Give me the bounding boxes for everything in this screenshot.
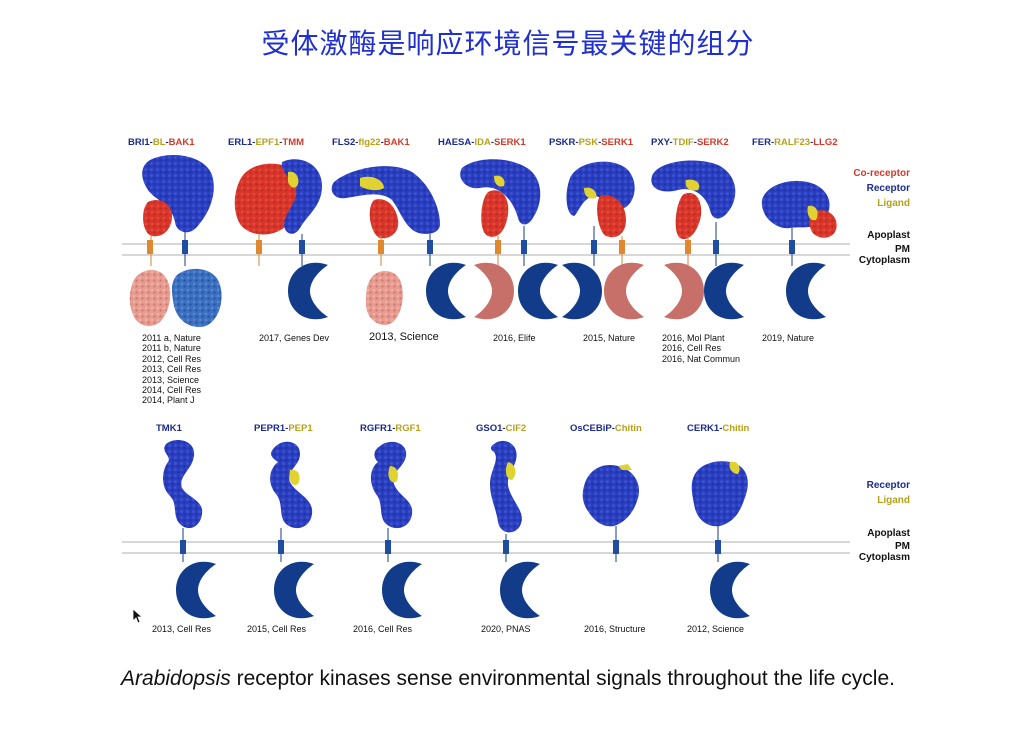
receptor-kinase: [288, 263, 328, 320]
label-fer: FER-RALF23-LLG2: [752, 137, 838, 148]
receptor-kinase: [518, 263, 558, 320]
complex-pxy: [651, 161, 744, 320]
coreceptor-structure: [676, 193, 702, 239]
membrane-top: [122, 244, 850, 255]
receptor-structure: [270, 442, 312, 528]
legend-receptor: Receptor: [867, 183, 910, 194]
legend-ligand: Ligand: [877, 198, 910, 209]
label-pepr1: PEPR1-PEP1: [254, 423, 313, 434]
legend-cytoplasm-2: Cytoplasm: [859, 552, 910, 563]
receptor-kinase: [562, 263, 602, 320]
receptor-kinase: [172, 269, 222, 327]
complex-haesa: [460, 159, 558, 319]
receptor-kinase: [274, 562, 314, 619]
label-pskr: PSKR-PSK-SERK1: [549, 137, 633, 148]
refs-gso1: 2020, PNAS: [481, 624, 531, 634]
complex-erl1: [235, 159, 328, 319]
legend-ligand-2: Ligand: [877, 495, 910, 506]
complex-oscebip: [583, 464, 639, 562]
legend-coreceptor: Co-receptor: [853, 168, 910, 179]
coreceptor-structure: [143, 200, 172, 236]
receptor-kinase: [786, 263, 826, 320]
legend-pm: PM: [895, 244, 910, 255]
complex-bri1: [130, 155, 222, 327]
caption-text: receptor kinases sense environmental sig…: [231, 667, 895, 690]
receptor-structure: [583, 465, 639, 526]
receptor-kinase: [704, 263, 744, 320]
label-bri1: BRI1-BL-BAK1: [128, 137, 195, 148]
label-erl1: ERL1-EPF1-TMM: [228, 137, 304, 148]
refs-fer: 2019, Nature: [762, 333, 814, 343]
receptor-structure: [490, 441, 522, 533]
coreceptor-kinase: [130, 270, 170, 326]
label-pxy: PXY-TDIF-SERK2: [651, 137, 729, 148]
receptor-kinase: [176, 562, 216, 619]
refs-pskr: 2015, Nature: [583, 333, 635, 343]
refs-oscebip: 2016, Structure: [584, 624, 646, 634]
label-oscebip: OsCEBiP-Chitin: [570, 423, 642, 434]
complex-tmk1: [163, 440, 216, 618]
complex-fer: [762, 181, 837, 319]
receptor-kinase: [500, 562, 540, 619]
label-haesa: HAESA-IDA-SERK1: [438, 137, 526, 148]
coreceptor-kinase: [474, 263, 514, 320]
coreceptor-structure: [370, 199, 399, 238]
legend-apoplast: Apoplast: [867, 230, 910, 241]
label-fls2: FLS2-flg22-BAK1: [332, 137, 410, 148]
receptor-structure: [371, 442, 412, 528]
refs-erl1: 2017, Genes Dev: [259, 333, 329, 343]
caption-italic: Arabidopsis: [121, 667, 231, 690]
complex-rgfr1: [371, 442, 422, 618]
coreceptor-structure: [481, 190, 508, 237]
label-rgfr1: RGFR1-RGF1: [360, 423, 421, 434]
receptor-kinase: [426, 263, 466, 320]
complex-pskr: [562, 162, 644, 320]
coreceptor-kinase: [604, 263, 644, 320]
receptor-kinase: [382, 562, 422, 619]
receptor-kinase: [710, 562, 750, 619]
complex-cerk1: [692, 461, 750, 618]
coreceptor-kinase: [664, 263, 704, 320]
mouse-cursor-icon: [132, 608, 144, 624]
receptor-structure: [163, 440, 202, 528]
complex-pepr1: [270, 442, 314, 619]
label-cerk1: CERK1-Chitin: [687, 423, 749, 434]
figure-caption: Arabidopsis receptor kinases sense envir…: [0, 667, 1016, 691]
complex-gso1: [490, 441, 540, 618]
legend-cytoplasm: Cytoplasm: [859, 255, 910, 266]
refs-fls2: 2013, Science: [369, 332, 439, 342]
refs-haesa: 2016, Elife: [493, 333, 536, 343]
legend-pm-2: PM: [895, 541, 910, 552]
refs-pepr1: 2015, Cell Res: [247, 624, 306, 634]
complex-fls2: [332, 166, 466, 325]
refs-cerk1: 2012, Science: [687, 624, 744, 634]
receptor-structure: [692, 461, 748, 526]
membrane-bottom: [122, 542, 850, 553]
legend-apoplast-2: Apoplast: [867, 528, 910, 539]
refs-rgfr1: 2016, Cell Res: [353, 624, 412, 634]
refs-tmk1: 2013, Cell Res: [152, 624, 211, 634]
label-tmk1: TMK1: [156, 423, 182, 434]
legend-receptor-2: Receptor: [867, 480, 910, 491]
label-gso1: GSO1-CIF2: [476, 423, 526, 434]
coreceptor-kinase: [366, 271, 403, 325]
